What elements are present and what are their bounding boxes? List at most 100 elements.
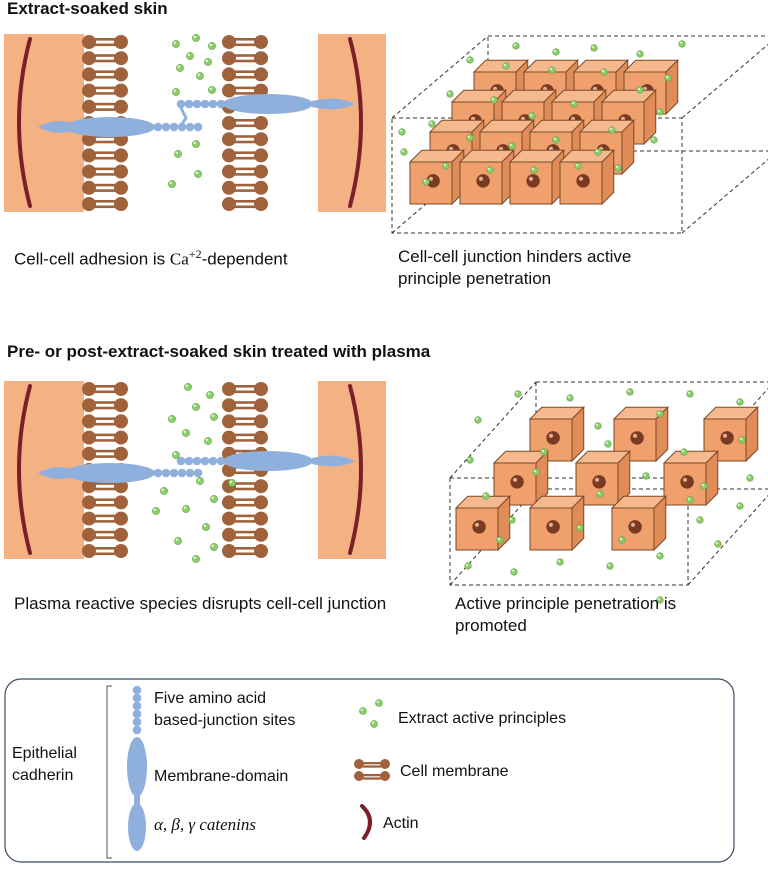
membrane-tail xyxy=(94,205,116,209)
nucleus-highlight xyxy=(594,477,600,482)
membrane-head xyxy=(254,414,268,429)
membrane-unit xyxy=(82,51,128,66)
top-right-caption-line1: Cell-cell junction hinders active xyxy=(398,247,632,266)
membrane-head xyxy=(114,164,128,179)
cadherin-catenin-tail xyxy=(38,467,75,479)
extract-particle-highlight xyxy=(195,171,199,175)
extract-particle-highlight xyxy=(465,563,468,566)
nucleus-highlight xyxy=(682,477,688,482)
skin-cell-cube xyxy=(558,149,615,206)
cadherin-junction-site xyxy=(169,468,179,478)
extract-particle xyxy=(474,416,482,424)
extract-particle xyxy=(566,394,574,402)
extract-particle-highlight xyxy=(609,127,612,130)
membrane-tail xyxy=(234,119,256,122)
membrane-head xyxy=(254,197,268,211)
extract-particle-highlight xyxy=(447,91,450,94)
actin-filament xyxy=(17,384,32,555)
membrane-unit xyxy=(82,430,128,445)
cadherin-junction-site xyxy=(169,122,179,132)
extract-particle-highlight xyxy=(197,478,201,481)
membrane-tail xyxy=(234,498,256,501)
cell-nucleus xyxy=(526,174,540,188)
extract-particle xyxy=(192,140,200,148)
membrane-unit xyxy=(82,527,128,542)
actin-filament xyxy=(17,37,32,208)
skin-cell-cube xyxy=(458,149,515,206)
membrane-head xyxy=(380,771,390,781)
membrane-head xyxy=(82,83,96,98)
nucleus-highlight xyxy=(478,176,484,181)
membrane-tail xyxy=(94,433,116,437)
box-edge xyxy=(681,43,768,119)
legend-catenins-label: α, β, γ catenins xyxy=(154,815,256,834)
extract-particle xyxy=(192,555,200,563)
membrane-tail xyxy=(234,482,256,485)
membrane-tail xyxy=(234,189,256,192)
membrane-head xyxy=(82,197,96,211)
extract-particle-highlight xyxy=(443,163,446,166)
membrane-tail xyxy=(234,167,256,171)
extract-particle-highlight xyxy=(715,541,718,544)
extract-particle-highlight xyxy=(511,569,514,572)
extract-particle-highlight xyxy=(429,121,432,124)
membrane-unit xyxy=(222,495,268,510)
membrane-unit xyxy=(82,382,128,396)
membrane-tail xyxy=(234,75,256,79)
cell-nucleus xyxy=(628,520,642,534)
extract-particle-highlight xyxy=(207,392,211,395)
extract-particle-highlight xyxy=(513,43,516,47)
extract-particle xyxy=(496,536,504,544)
membrane-unit xyxy=(82,446,128,461)
membrane-tail xyxy=(94,482,116,485)
legend-junction-line2: based-junction sites xyxy=(154,712,296,729)
membrane-tail xyxy=(94,59,116,63)
extract-particle xyxy=(574,162,582,170)
extract-particle xyxy=(656,410,664,418)
extract-particle xyxy=(176,64,184,72)
membrane-head xyxy=(114,430,128,445)
caption-prefix: Cell-cell adhesion is xyxy=(14,249,170,269)
membrane-tail xyxy=(94,173,116,176)
extract-particle xyxy=(530,166,538,174)
membrane-head xyxy=(254,544,268,558)
nucleus-highlight xyxy=(630,522,636,527)
membrane-unit xyxy=(82,99,128,114)
membrane-tail xyxy=(234,200,256,203)
extract-particle xyxy=(514,390,522,398)
nucleus-highlight xyxy=(548,522,554,527)
extract-particle-highlight xyxy=(567,395,570,398)
extract-particle-highlight xyxy=(607,563,610,566)
membrane-unit xyxy=(82,197,128,211)
membrane-head xyxy=(222,511,236,526)
membrane-tail xyxy=(94,156,116,160)
cadherin-junction-site xyxy=(216,99,226,109)
extract-particle-highlight xyxy=(193,141,197,145)
skin-cell-cube xyxy=(662,450,719,507)
membrane-unit xyxy=(82,67,128,82)
legend-junction-site xyxy=(132,717,142,727)
membrane-head xyxy=(222,398,236,413)
cadherin-junction-site xyxy=(208,99,218,109)
extract-particle xyxy=(556,558,564,566)
membrane-tail xyxy=(94,487,116,491)
membrane-head xyxy=(114,398,128,413)
extract-particle xyxy=(490,96,498,104)
membrane-tail xyxy=(234,135,256,138)
membrane-head xyxy=(114,35,128,49)
extract-particle xyxy=(738,436,746,444)
extract-particle xyxy=(182,505,190,513)
cadherin-junction-site xyxy=(161,468,171,478)
extract-particle xyxy=(636,86,644,94)
membrane-head xyxy=(222,164,236,179)
cadherin-membrane-domain xyxy=(65,117,155,137)
membrane-head xyxy=(354,771,364,781)
extract-particle-highlight xyxy=(229,480,233,483)
extract-particle xyxy=(174,537,182,545)
legend-actin-label: Actin xyxy=(383,815,419,832)
membrane-tail xyxy=(94,530,116,534)
extract-particle-highlight xyxy=(533,469,536,472)
extract-particle-highlight xyxy=(173,452,177,455)
extract-particle xyxy=(502,62,510,70)
bottom-left-caption: Plasma reactive species disrupts cell-ce… xyxy=(14,594,387,613)
